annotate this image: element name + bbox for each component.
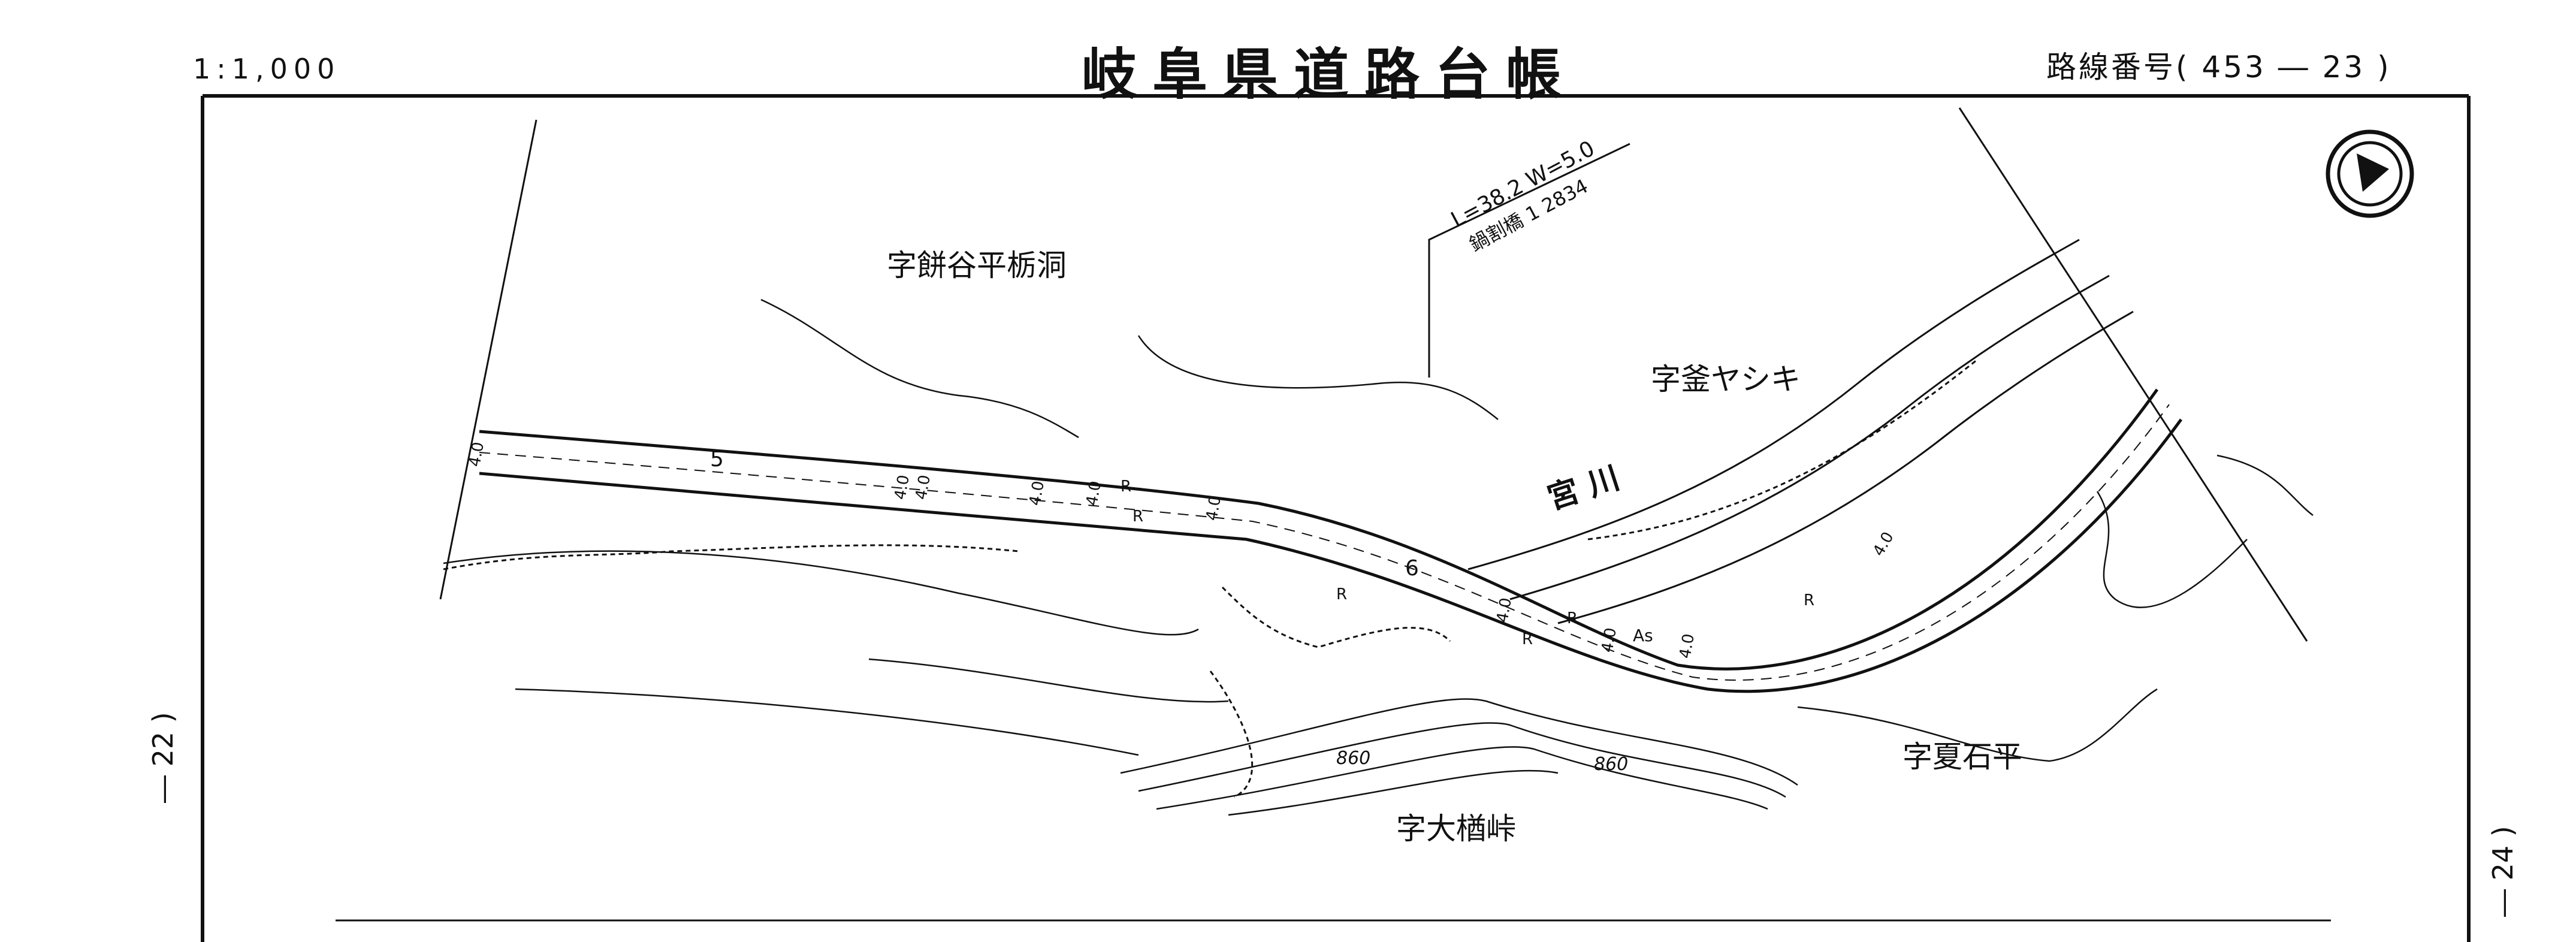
width-mark: 4.0 — [1598, 626, 1620, 654]
contour-label: 860 — [1594, 754, 1628, 775]
road-number-label: 6 — [1405, 556, 1419, 581]
road-number-label: 5 — [710, 447, 724, 472]
width-mark: 4.0 — [1870, 529, 1898, 560]
route-number: 路線番号( 453 ― 23 ) — [2046, 50, 2391, 84]
place-label-s: 字大楢峠 — [1396, 811, 1516, 846]
road — [479, 388, 2183, 693]
contour-label: 860 — [1336, 748, 1370, 769]
north-arrow-icon — [2326, 129, 2414, 218]
terrain-lines — [443, 298, 2314, 816]
map-frame — [201, 94, 2471, 942]
bridge-leader — [1428, 143, 1630, 378]
embankment-hatching — [443, 358, 1978, 798]
river-label: 宮 川 — [1543, 460, 1624, 517]
curve-mark: R — [1121, 478, 1131, 496]
place-label-se: 字夏石平 — [1902, 739, 2022, 774]
place-label-nw: 字餅谷平栃洞 — [887, 248, 1067, 283]
place-label-ne: 字釜ヤシキ — [1651, 362, 1801, 397]
sheet-boundary — [439, 107, 2308, 642]
curve-mark: R — [1567, 609, 1578, 627]
width-mark: 4.0 — [1083, 479, 1105, 507]
scale-label: 1:1,000 — [193, 53, 341, 85]
width-mark: 4.0 — [912, 473, 934, 501]
curve-mark: R — [1804, 591, 1814, 609]
width-mark: 4.0 — [466, 440, 488, 468]
curve-mark: R — [1133, 508, 1143, 526]
pavement-label: As — [1633, 626, 1653, 645]
river — [1467, 238, 2134, 624]
width-mark: 4.0 — [891, 473, 913, 501]
curve-mark: R — [1336, 585, 1347, 603]
width-mark: 4.0 — [1676, 632, 1698, 660]
width-mark: 4.0 — [1493, 596, 1515, 624]
curve-mark: R — [1522, 630, 1533, 648]
width-mark: 4.0 — [1203, 494, 1225, 522]
curve-marks: R R R R R R — [1121, 478, 1814, 648]
width-mark: 4.0 — [1026, 479, 1048, 507]
